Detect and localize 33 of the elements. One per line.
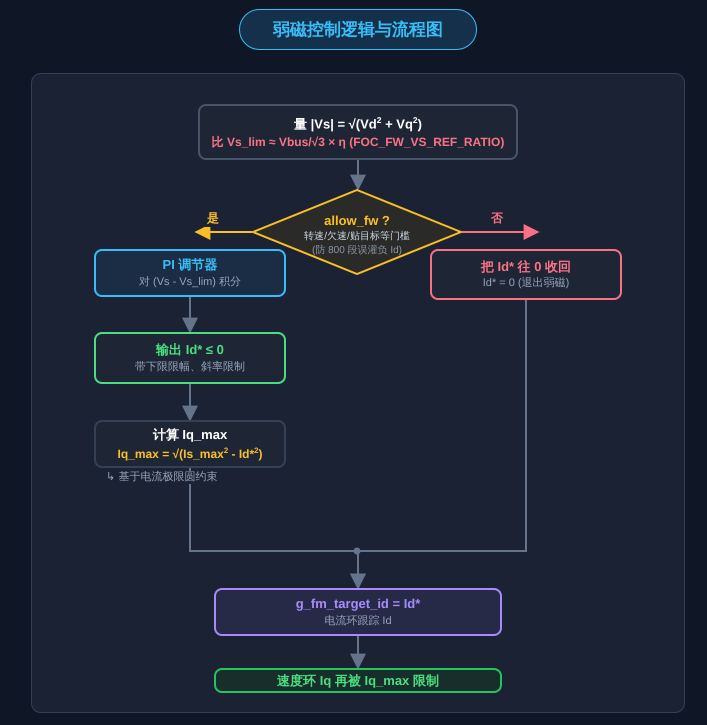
edge-label: 否 (489, 210, 505, 227)
node-title: g_fm_target_id = Id* (296, 596, 420, 612)
arrow (182, 384, 198, 422)
process-box (94, 420, 286, 468)
process-box (94, 249, 286, 297)
edge-label: 是 (205, 210, 221, 227)
arrow (462, 224, 540, 240)
node-title: PI 调节器 (162, 257, 218, 273)
arrow (350, 300, 527, 590)
arrow (350, 160, 366, 191)
arrow (194, 224, 252, 240)
node-title: 计算 Iq_max (152, 427, 228, 443)
node-text: Id* = 0 (退出弱磁) (482, 277, 570, 290)
node-text: (防 800 段误灌负 Id) (312, 244, 402, 257)
process-box (198, 104, 518, 160)
arrow (350, 636, 366, 670)
node-text: 带下限限幅、斜率限制 (135, 360, 245, 374)
node-title: 输出 Id* ≤ 0 (156, 342, 224, 358)
node-text: 电流环跟踪 Id (324, 614, 392, 628)
node-title: 量 |Vs| = √(Vd$^{2}$ + Vq$^{2}$) (294, 114, 422, 132)
arrow (182, 297, 198, 334)
title: 弱磁控制逻辑与流程图 (239, 9, 477, 50)
process-box (214, 588, 502, 636)
node-title: 速度环 Iq 再被 Iq_max 限制 (277, 672, 439, 688)
process-box (214, 668, 502, 693)
process-box (430, 249, 622, 300)
node-text: 对 (Vs - Vs_lim) 积分 (138, 276, 242, 289)
node-title: allow_fw ? (324, 213, 390, 229)
process-box (94, 332, 286, 384)
node-text: 比 Vs_lim ≈ Vbus/√3 × η (FOC_FW_VS_REF_RATIO) (212, 134, 504, 150)
node-title: 把 Id* 往 0 收回 (480, 258, 572, 274)
node-text: Iq_max = √(Is_max$^{2}$ - Id*$^{2}$) (118, 446, 262, 461)
node-text: 转速/欠速/贴目标等门槛 (304, 230, 410, 243)
